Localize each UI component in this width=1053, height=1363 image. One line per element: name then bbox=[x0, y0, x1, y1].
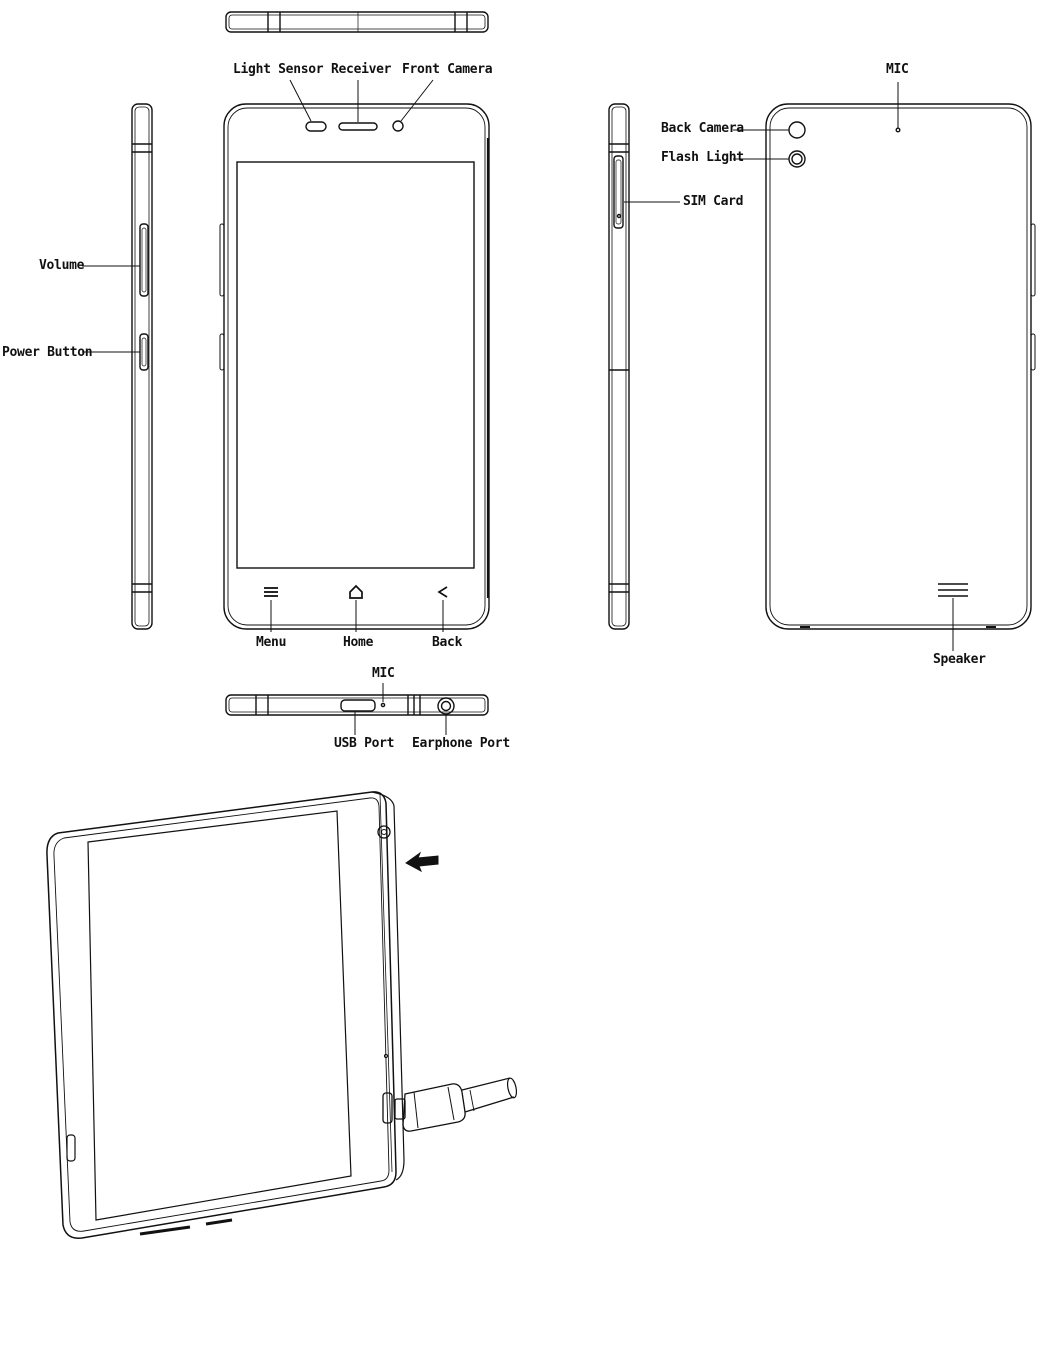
light-sensor-slot bbox=[306, 122, 326, 131]
label-sim-card: SIM Card bbox=[683, 195, 743, 209]
label-back: Back bbox=[432, 636, 462, 650]
back-camera-lens bbox=[789, 122, 805, 138]
rear-mic-hole bbox=[896, 128, 900, 132]
right-side-view bbox=[609, 104, 629, 629]
earphone-jack-inner bbox=[442, 702, 451, 711]
menu-icon bbox=[264, 588, 278, 596]
charging-phone-screen bbox=[88, 811, 351, 1220]
label-light-sensor: Light Sensor bbox=[233, 63, 323, 77]
label-speaker: Speaker bbox=[933, 653, 986, 667]
usb-port-shape bbox=[341, 700, 375, 711]
arrow-left-icon bbox=[406, 853, 438, 871]
label-mic-bottom: MIC bbox=[372, 667, 395, 681]
charging-illustration bbox=[47, 792, 404, 1238]
label-volume: Volume bbox=[39, 259, 84, 273]
label-power-button: Power Button bbox=[2, 346, 92, 360]
receiver-slot bbox=[339, 123, 377, 130]
back-view bbox=[766, 104, 1035, 629]
label-home: Home bbox=[343, 636, 373, 650]
left-side-view bbox=[132, 104, 152, 629]
label-receiver: Receiver bbox=[331, 63, 391, 77]
bottom-edge-view bbox=[226, 695, 488, 715]
home-icon bbox=[350, 586, 362, 598]
label-usb-port: USB Port bbox=[334, 737, 394, 751]
label-earphone-port: Earphone Port bbox=[412, 737, 510, 751]
charging-phone-body bbox=[47, 792, 396, 1238]
front-view bbox=[220, 104, 489, 629]
label-menu: Menu bbox=[256, 636, 286, 650]
label-flash-light: Flash Light bbox=[661, 151, 744, 165]
speaker-grille bbox=[938, 584, 968, 596]
top-edge-view bbox=[226, 12, 488, 32]
bottom-mic-hole bbox=[381, 703, 384, 706]
power-key-outline bbox=[140, 334, 148, 370]
label-back-camera: Back Camera bbox=[661, 122, 744, 136]
usb-cable-plug bbox=[395, 1077, 518, 1131]
front-camera-lens bbox=[393, 121, 403, 131]
volume-key-outline bbox=[140, 224, 148, 296]
label-front-camera: Front Camera bbox=[402, 63, 492, 77]
label-mic-rear: MIC bbox=[886, 63, 909, 77]
flash-inner bbox=[792, 154, 802, 164]
display-screen bbox=[237, 162, 474, 568]
back-icon bbox=[439, 587, 447, 597]
